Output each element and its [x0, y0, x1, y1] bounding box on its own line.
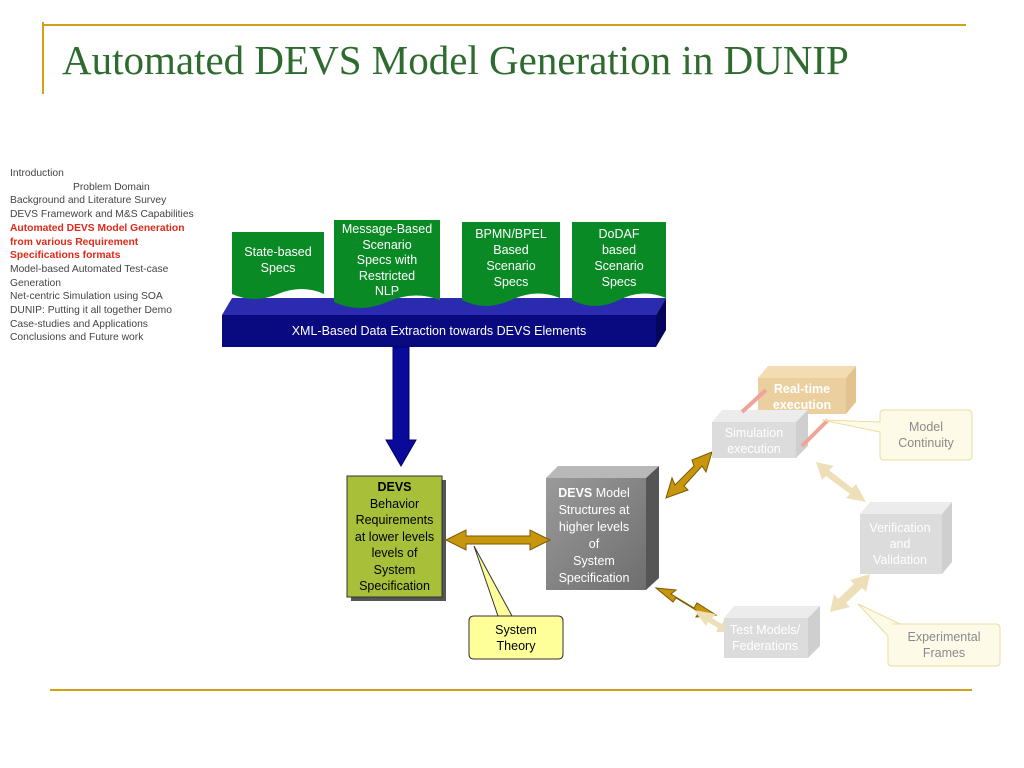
xml-bar-shape [222, 298, 666, 347]
outline-item-problem-domain[interactable]: Problem Domain [73, 181, 150, 193]
test-models-label: Test Models/Federations [729, 623, 801, 653]
outline-list: Introduction Problem Domain Background a… [10, 167, 195, 345]
behavior-box-shape [346, 475, 443, 598]
real-time-box-shape [758, 366, 856, 414]
faded-arrow-structure-test-light [694, 610, 732, 632]
down-arrow [385, 346, 417, 468]
double-arrow-behavior-structure [444, 529, 552, 551]
title-frame-top [42, 24, 966, 26]
faded-arrow-sim-vv [816, 462, 866, 502]
simulation-box-shape [712, 410, 808, 458]
outline-item-net-centric[interactable]: Net-centric Simulation using SOA [10, 291, 163, 303]
outline-item-conclusions[interactable]: Conclusions and Future work [10, 332, 144, 344]
model-continuity-callout-shape [821, 409, 973, 461]
outline-item-automated-devs[interactable]: Automated DEVS Model Generation from var… [10, 222, 185, 262]
test-models-box-shape [724, 606, 820, 658]
slide-title: Automated DEVS Model Generation in DUNIP [62, 37, 849, 83]
outline-item-dunip-demo[interactable]: DUNIP: Putting it all together Demo [10, 305, 172, 317]
system-theory-callout-shape [468, 545, 564, 660]
outline-item-devs-framework[interactable]: DEVS Framework and M&S Capabilities [10, 209, 194, 221]
outline-item-introduction[interactable]: Introduction [10, 168, 64, 179]
title-frame-left [42, 22, 44, 94]
doc-bpmn-shape [462, 222, 560, 306]
outline-item-test-case-generation[interactable]: Model-based Automated Test-case Generati… [10, 263, 169, 289]
experimental-frames-callout-shape [857, 603, 1001, 667]
outline-item-background[interactable]: Background and Literature Survey [10, 195, 167, 207]
double-arrow-structure-testmodels [654, 587, 718, 618]
faded-arrow-vv-test [830, 574, 870, 612]
bottom-rule [50, 689, 972, 691]
structure-box-shape [546, 466, 659, 590]
outline-item-case-studies[interactable]: Case-studies and Applications [10, 318, 148, 330]
double-arrow-structure-simulation [665, 451, 713, 499]
doc-state-based-shape [232, 232, 324, 299]
xml-bar-label: XML-Based Data Extraction towards DEVS E… [291, 324, 587, 338]
doc-dodaf-shape [572, 222, 666, 306]
vv-box-shape [860, 502, 952, 574]
realtime-continuity-arrow [800, 418, 830, 448]
sim-to-realtime-arrow [740, 388, 768, 414]
doc-message-based-shape [334, 220, 440, 308]
